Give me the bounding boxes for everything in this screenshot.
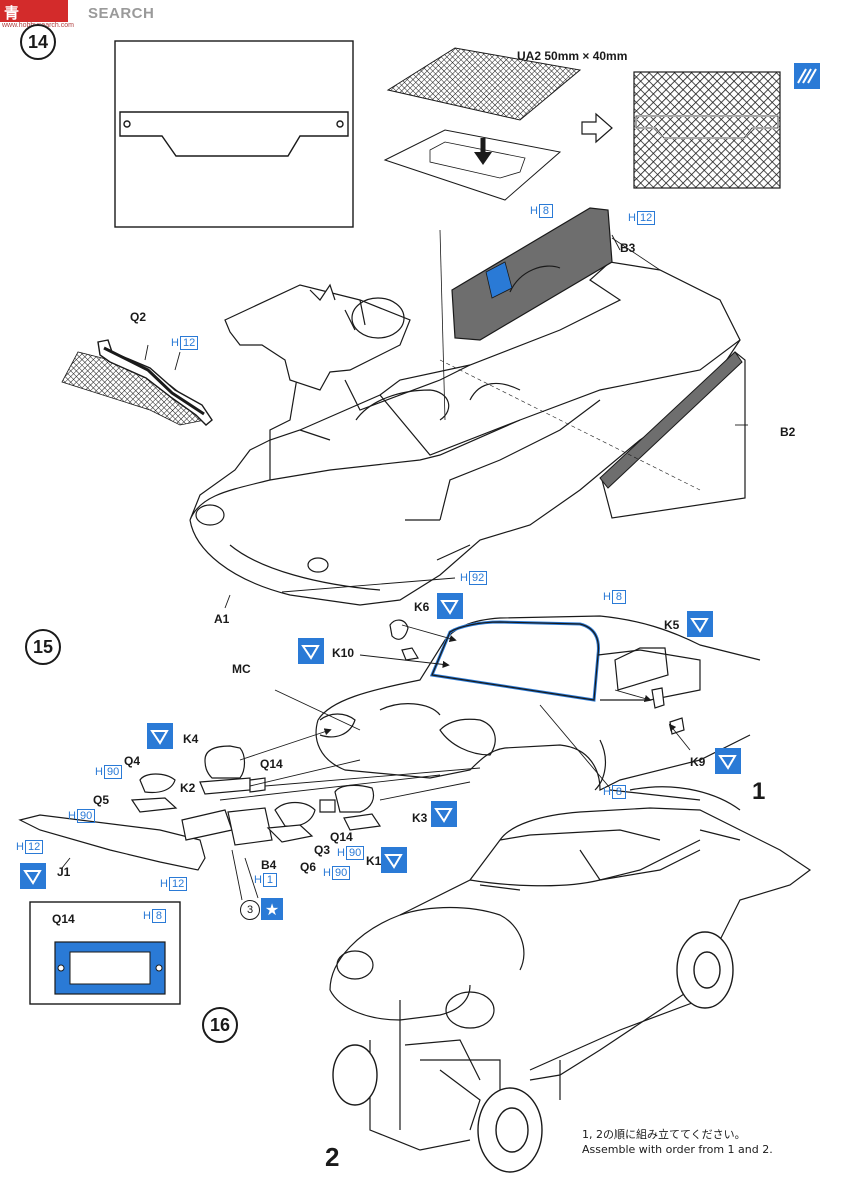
mesh-paint-icon — [794, 63, 820, 89]
decal-3-circle: 3 — [240, 900, 260, 920]
label-b3: B3 — [620, 241, 636, 255]
assembly-note-en: Assemble with order from 1 and 2. — [582, 1143, 773, 1156]
clear-part-icon-k10 — [298, 638, 324, 664]
label-b2: B2 — [780, 425, 796, 439]
q14-inset — [29, 901, 181, 1005]
clear-part-icon-k3 — [431, 801, 457, 827]
label-q2: Q2 — [130, 310, 147, 324]
mesh-label: UA2 50mm × 40mm — [517, 49, 628, 63]
label-k1: K1 — [366, 854, 382, 868]
clear-part-icon-k4 — [147, 723, 173, 749]
label-k9: K9 — [690, 755, 706, 769]
watermark-logo-block — [0, 0, 68, 22]
label-k2: K2 — [180, 781, 196, 795]
star-icon: ★ — [261, 898, 283, 920]
label-k3: K3 — [412, 811, 428, 825]
watermark-text: SEARCH — [88, 5, 155, 22]
label-q14a: Q14 — [260, 757, 283, 771]
door-panel-b3 — [439, 207, 661, 421]
door-panel-b2 — [439, 351, 746, 519]
dashboard-part — [224, 283, 411, 391]
template-box — [114, 40, 354, 228]
wheels — [332, 931, 734, 1173]
clear-part-icon-k1 — [381, 847, 407, 873]
clear-part-icon-k5 — [687, 611, 713, 637]
clear-part-icon-j1 — [20, 863, 46, 889]
label-q14b: Q14 — [330, 830, 353, 844]
grille-q2 — [61, 339, 213, 426]
mesh-sheet — [383, 47, 781, 201]
order-number-2: 2 — [325, 1142, 340, 1172]
label-k6: K6 — [414, 600, 430, 614]
car-lower-assembly — [329, 786, 812, 1151]
small-parts — [18, 619, 685, 871]
clear-part-icon-k6 — [437, 593, 463, 619]
label-q6: Q6 — [300, 860, 317, 874]
step-16-badge: 16 — [202, 1007, 238, 1043]
step-14-badge: 14 — [20, 24, 56, 60]
assembly-note-jp: 1, 2の順に組み立ててください。 — [582, 1128, 746, 1141]
label-mc: MC — [232, 662, 251, 676]
car-upper-body — [315, 615, 761, 791]
label-q4: Q4 — [124, 754, 141, 768]
label-k10: K10 — [332, 646, 355, 660]
label-b4: B4 — [261, 858, 277, 872]
label-q5: Q5 — [93, 793, 110, 807]
order-number-1: 1 — [752, 778, 766, 805]
clear-part-icon-k9 — [715, 748, 741, 774]
label-a1: A1 — [214, 612, 230, 626]
label-q14c: Q14 — [52, 912, 75, 926]
label-q3: Q3 — [314, 843, 331, 857]
step-15-badge: 15 — [25, 629, 61, 665]
body-a1 — [189, 261, 741, 606]
leader-lines — [61, 234, 748, 901]
label-j1: J1 — [57, 865, 71, 879]
label-k4: K4 — [183, 732, 199, 746]
label-k5: K5 — [664, 618, 680, 632]
assembly-note: 1, 2の順に組み立ててください。 Assemble with order fr… — [582, 1127, 773, 1157]
watermark-cn: 青 — [4, 4, 20, 22]
